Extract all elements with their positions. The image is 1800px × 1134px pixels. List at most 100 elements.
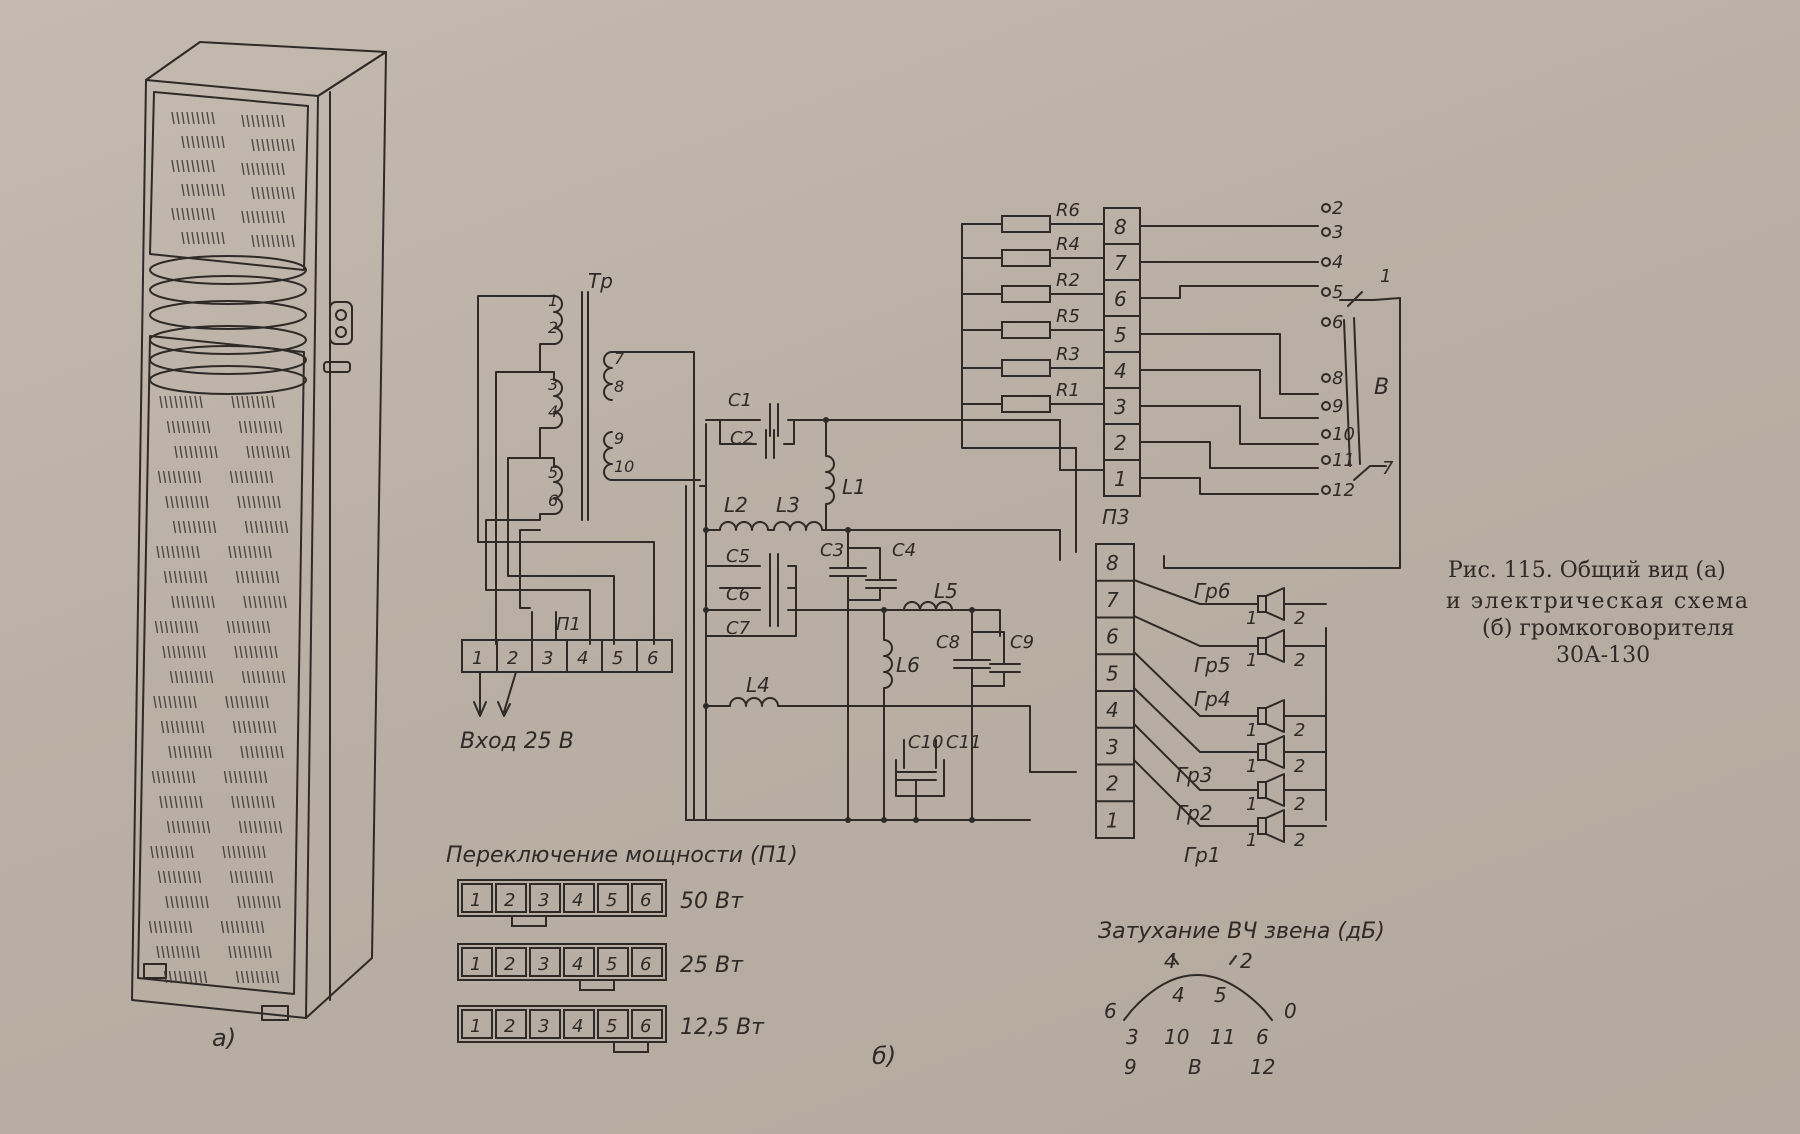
grille-hatch: [196, 159, 200, 173]
grille-hatch: [256, 234, 260, 248]
grille-hatch: [204, 445, 208, 459]
grille-hatch: [191, 159, 195, 173]
power-pin-label: 2: [504, 890, 515, 911]
grille-hatch: [261, 670, 266, 684]
speaker-pin-label: 1: [1246, 650, 1257, 671]
grille-hatch: [281, 210, 285, 224]
power-pin-cell: [529, 1009, 561, 1039]
power-pin-cell: [597, 883, 629, 913]
grille-hatch: [262, 895, 266, 909]
grille-hatch: [269, 645, 273, 659]
grille-hatch: [177, 645, 181, 659]
grille-hatch: [180, 845, 184, 859]
grille-hatch: [270, 970, 275, 984]
grille-hatch: [242, 845, 246, 859]
grille-hatch: [274, 520, 279, 534]
grille-hatch: [256, 395, 260, 409]
grille-hatch: [241, 114, 245, 128]
grille-hatch: [270, 570, 275, 584]
grille-hatch: [281, 114, 285, 128]
grille-hatch: [261, 445, 265, 459]
speaker-pin-label: 2: [1294, 794, 1305, 815]
transformer-tap-label: 1: [548, 291, 558, 310]
grille-hatch: [206, 820, 211, 834]
grille-hatch: [193, 570, 198, 584]
grille-hatch: [191, 820, 196, 834]
power-pin-label: 3: [538, 890, 549, 911]
caption-line-2: и электрическая схема: [1446, 589, 1748, 614]
capacitor-label: C8: [936, 632, 960, 653]
capacitor-label: C7: [726, 618, 751, 639]
grille-hatch: [244, 520, 249, 534]
grille-hatch: [177, 470, 182, 484]
grille-hatch: [172, 645, 176, 659]
grille-hatch: [248, 770, 253, 784]
grille-hatch: [230, 920, 235, 934]
speaker-magnet: [1257, 637, 1267, 655]
input-label: Вход 25 В: [460, 729, 574, 754]
resistor-body: [1001, 395, 1051, 413]
capacitor-label: C5: [726, 546, 750, 567]
grille-hatch: [189, 670, 194, 684]
grille-hatch: [181, 770, 186, 784]
grille-hatch: [191, 770, 196, 784]
power-pin-label: 4: [572, 890, 583, 911]
switch-contact-label: 1: [1380, 266, 1391, 287]
grille-hatch: [248, 545, 252, 559]
grille-hatch: [196, 420, 201, 434]
grille-hatch: [263, 595, 267, 609]
connection-wire: [1139, 441, 1319, 469]
grille-hatch: [176, 420, 181, 434]
grille-hatch: [275, 970, 280, 984]
grille-hatch: [216, 183, 220, 197]
grille-hatch: [228, 545, 232, 559]
grille-hatch: [184, 620, 189, 634]
dial-position-label: В: [1188, 1055, 1202, 1079]
speaker-pin-label: 2: [1294, 830, 1305, 851]
switch-contact-label: 4: [1332, 252, 1343, 273]
grille-hatch: [175, 720, 180, 734]
speaker-label: Гр5: [1194, 653, 1231, 677]
grille-hatch: [206, 159, 210, 173]
speaker-magnet: [1257, 707, 1267, 725]
switch-contact-label: 8: [1332, 368, 1343, 389]
grille-hatch: [266, 795, 270, 809]
grille-hatch: [200, 720, 205, 734]
grille-hatch: [256, 795, 260, 809]
grille-hatch: [201, 183, 205, 197]
grille-hatch: [187, 470, 192, 484]
grille-hatch: [269, 870, 274, 884]
grille-hatch: [189, 445, 193, 459]
grille-hatch: [256, 186, 260, 200]
grille-hatch: [170, 495, 174, 509]
dial-position-label: 11: [1210, 1025, 1235, 1049]
grille-hatch: [277, 495, 281, 509]
grille-hatch: [271, 395, 275, 409]
grille-hatch: [271, 670, 276, 684]
grille-hatch: [268, 945, 272, 959]
grille-hatch: [211, 231, 215, 245]
grille-hatch: [192, 470, 197, 484]
speaker-magnet: [1257, 781, 1267, 799]
grille-hatch: [167, 645, 171, 659]
grille-hatch: [206, 595, 210, 609]
grille-hatch: [177, 870, 182, 884]
grille-hatch: [176, 820, 181, 834]
grille-hatch: [243, 595, 247, 609]
grille-hatch: [241, 795, 245, 809]
speaker-magnet: [1257, 595, 1267, 613]
grille-hatch: [196, 820, 201, 834]
grille-hatch: [162, 470, 167, 484]
grille-hatch: [248, 420, 253, 434]
switch-contact-label: 6: [1332, 312, 1343, 333]
power-pin-label: 1: [470, 954, 481, 975]
grille-hatch: [172, 470, 177, 484]
grille-hatch: [168, 695, 172, 709]
resistor-label: R6: [1056, 200, 1080, 221]
grille-hatch: [194, 795, 198, 809]
grille-hatch: [240, 570, 245, 584]
grille-hatch: [221, 135, 225, 149]
power-pin-label: 4: [572, 1016, 583, 1037]
